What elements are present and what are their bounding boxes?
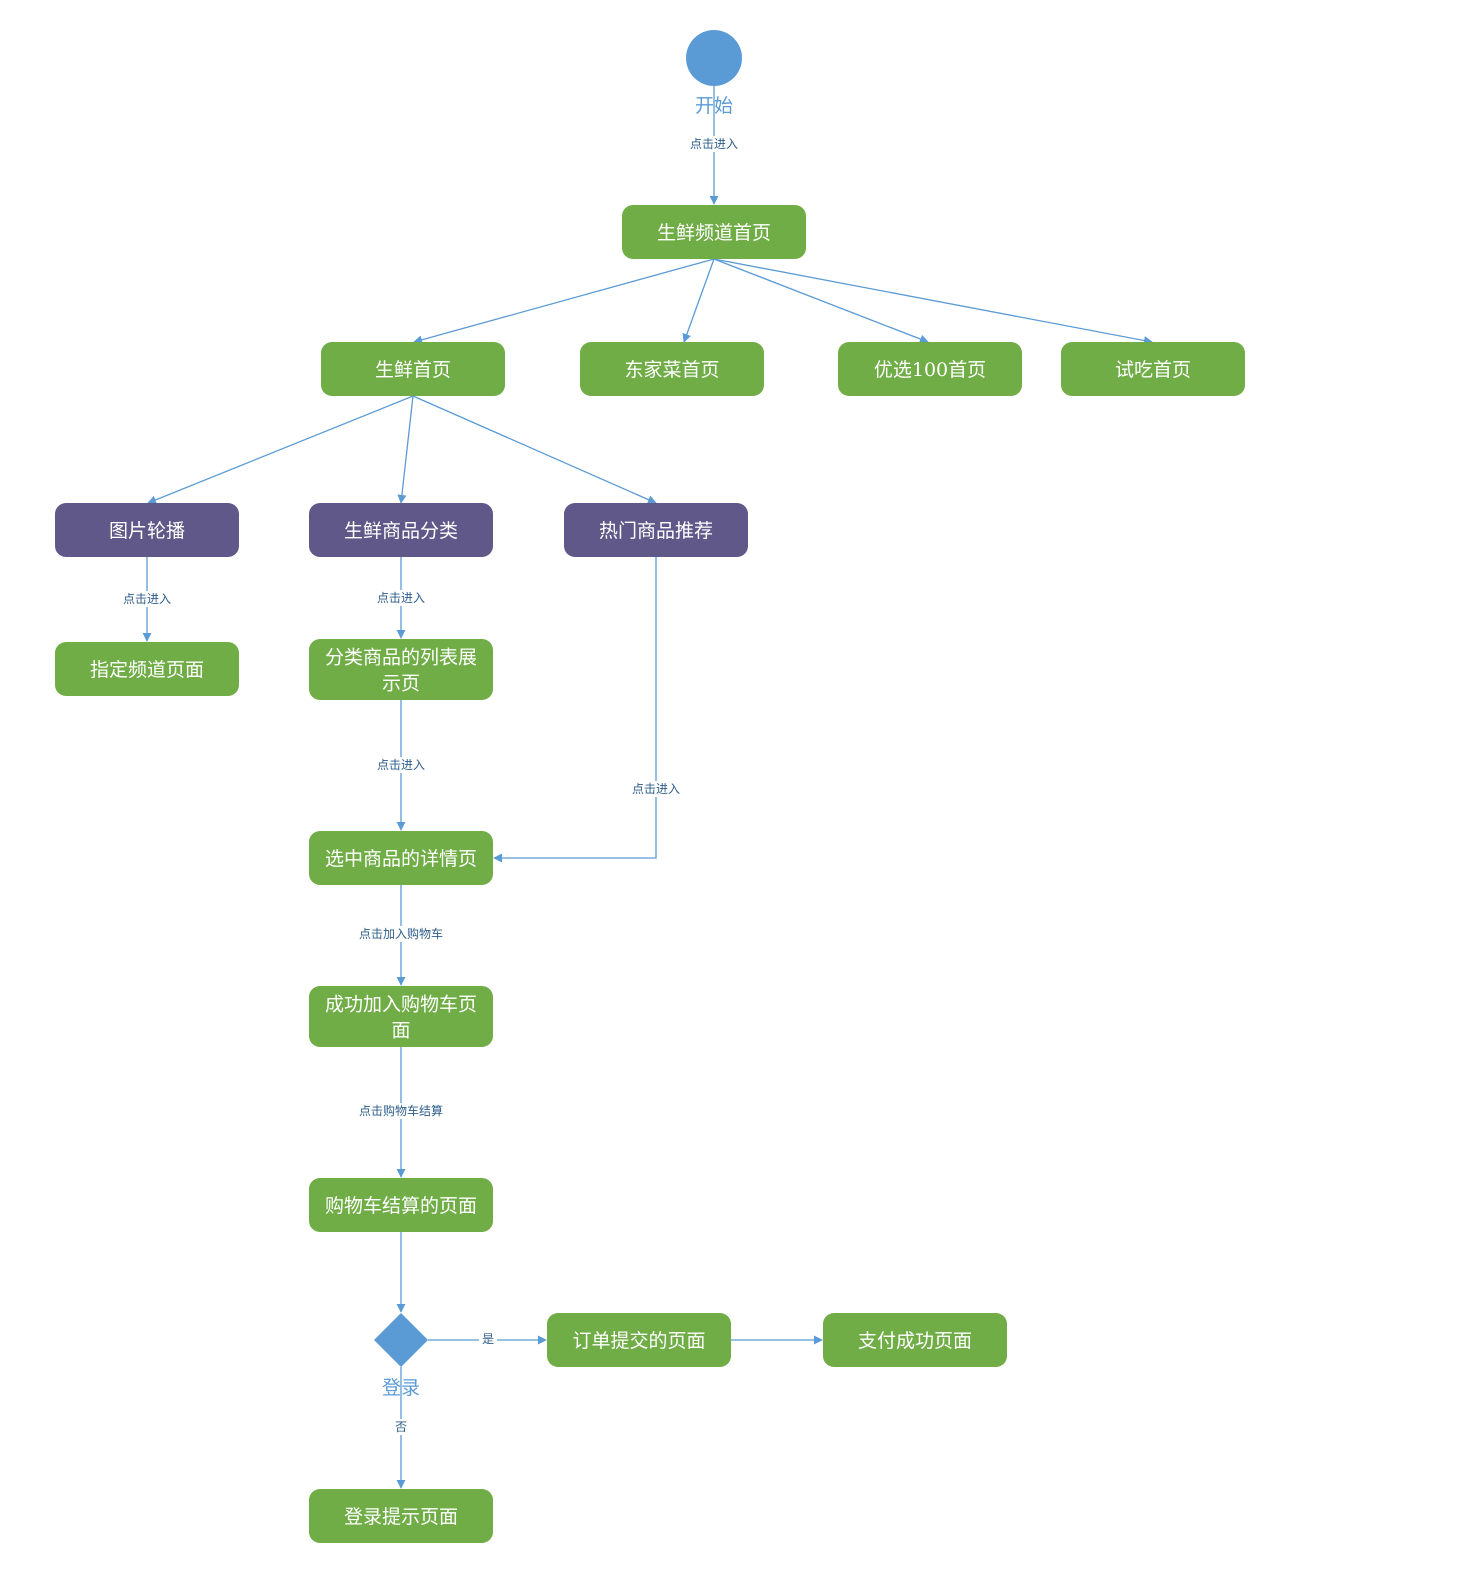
node-label: 生鲜首页: [375, 359, 451, 381]
node-box: [309, 639, 493, 700]
edge-label-decision-no: 否: [392, 1419, 410, 1435]
edge-label-category-to-list: 点击进入: [374, 590, 428, 606]
node-order-submit: 订单提交的页面: [547, 1313, 731, 1367]
node-box: [622, 205, 806, 259]
edge-label-start-to-channel: 点击进入: [687, 136, 741, 152]
edge-fresh-to-carousel: [147, 395, 414, 505]
node-label: 示页: [382, 673, 420, 695]
node-youxuan-home: 优选100首页: [838, 342, 1022, 396]
edge-label-carousel-to-channel: 点击进入: [120, 591, 174, 607]
node-fresh-channel-home: 生鲜频道首页: [622, 205, 806, 259]
node-trial-home: 试吃首页: [1061, 342, 1245, 396]
node-box: [321, 342, 505, 396]
edge-fresh-to-hot: [412, 395, 657, 504]
node-box: [309, 1178, 493, 1232]
node-label: 成功加入购物车页: [325, 994, 477, 1016]
edge-hot-to-detail: [493, 557, 657, 863]
node-carousel: 图片轮播: [55, 503, 239, 557]
node-label: 生鲜商品分类: [344, 520, 458, 542]
node-label: 试吃首页: [1115, 359, 1191, 381]
edge-channel-to-dongjia: [682, 258, 715, 343]
start-circle: [686, 30, 742, 86]
node-label: 生鲜频道首页: [657, 222, 771, 244]
edge-label-text: 点击进入: [377, 591, 425, 605]
node-hot-recommend: 热门商品推荐: [564, 503, 748, 557]
node-box: [838, 342, 1022, 396]
edge-label-bg: [374, 590, 428, 606]
node-label: 支付成功页面: [858, 1330, 972, 1352]
node-label: 热门商品推荐: [599, 520, 713, 542]
node-channel-page: 指定频道页面: [55, 642, 239, 696]
edge-label-text: 点击加入购物车: [359, 926, 443, 941]
decision-node: 登录: [374, 1313, 428, 1399]
node-label: 订单提交的页面: [572, 1330, 705, 1352]
node-dongjia-home: 东家菜首页: [580, 342, 764, 396]
decision-label: 登录: [382, 1377, 420, 1399]
edge-label-text: 点击进入: [377, 758, 425, 772]
edge-label-bg: [629, 781, 683, 797]
node-box: [309, 503, 493, 557]
node-box: [55, 503, 239, 557]
node-label: 东家菜首页: [624, 359, 719, 381]
edge-channel-to-trial: [713, 258, 1153, 345]
node-box: [564, 503, 748, 557]
node-label: 指定频道页面: [90, 659, 204, 681]
edge-label-text: 是: [482, 1332, 494, 1346]
edge-fresh-to-category: [397, 395, 414, 504]
node-fresh-category: 生鲜商品分类: [309, 503, 493, 557]
edge-label-added-to-checkout: 点击购物车结算: [356, 1103, 446, 1119]
edge-label-list-to-detail: 点击进入: [374, 757, 428, 773]
edge-label-bg: [687, 136, 741, 152]
edge-label-hot-to-detail: 点击进入: [629, 781, 683, 797]
edge-label-bg: [356, 1103, 446, 1119]
node-login-prompt: 登录提示页面: [309, 1489, 493, 1543]
node-label: 图片轮播: [109, 520, 185, 542]
node-fresh-home: 生鲜首页: [321, 342, 505, 396]
edge-label-text: 否: [395, 1420, 407, 1434]
edge-label-text: 点击购物车结算: [359, 1103, 443, 1118]
edge-channel-to-fresh: [413, 258, 715, 345]
node-cart-checkout: 购物车结算的页面: [309, 1178, 493, 1232]
start-node: 开始: [686, 30, 742, 117]
node-box: [580, 342, 764, 396]
edge-label-bg: [356, 926, 446, 942]
node-label: 面: [391, 1020, 410, 1042]
node-box: [823, 1313, 1007, 1367]
node-box: [55, 642, 239, 696]
node-box: [309, 1489, 493, 1543]
edge-label-bg: [392, 1419, 410, 1435]
node-product-detail: 选中商品的详情页: [309, 831, 493, 885]
edge-label-bg: [479, 1331, 497, 1347]
node-label: 分类商品的列表展: [325, 647, 477, 669]
start-label: 开始: [695, 95, 733, 117]
edge-label-text: 点击进入: [632, 782, 680, 796]
node-label: 购物车结算的页面: [325, 1195, 477, 1217]
node-box: [309, 986, 493, 1047]
node-pay-success: 支付成功页面: [823, 1313, 1007, 1367]
edge-label-text: 点击进入: [123, 592, 171, 606]
edge-label-detail-to-added: 点击加入购物车: [356, 926, 446, 942]
edge-channel-to-youxuan: [713, 258, 929, 344]
decision-diamond: [374, 1313, 428, 1367]
edge-label-bg: [374, 757, 428, 773]
node-label: 优选100首页: [874, 359, 986, 381]
node-box: [309, 831, 493, 885]
edge-labels: 点击进入点击进入点击进入点击进入点击进入点击加入购物车点击购物车结算是否: [120, 136, 741, 1435]
node-label: 登录提示页面: [344, 1506, 458, 1528]
edge-label-decision-yes: 是: [479, 1331, 497, 1347]
edge-label-text: 点击进入: [690, 137, 738, 151]
node-box: [1061, 342, 1245, 396]
edge-label-bg: [120, 591, 174, 607]
node-label: 选中商品的详情页: [325, 848, 477, 870]
node-box: [547, 1313, 731, 1367]
